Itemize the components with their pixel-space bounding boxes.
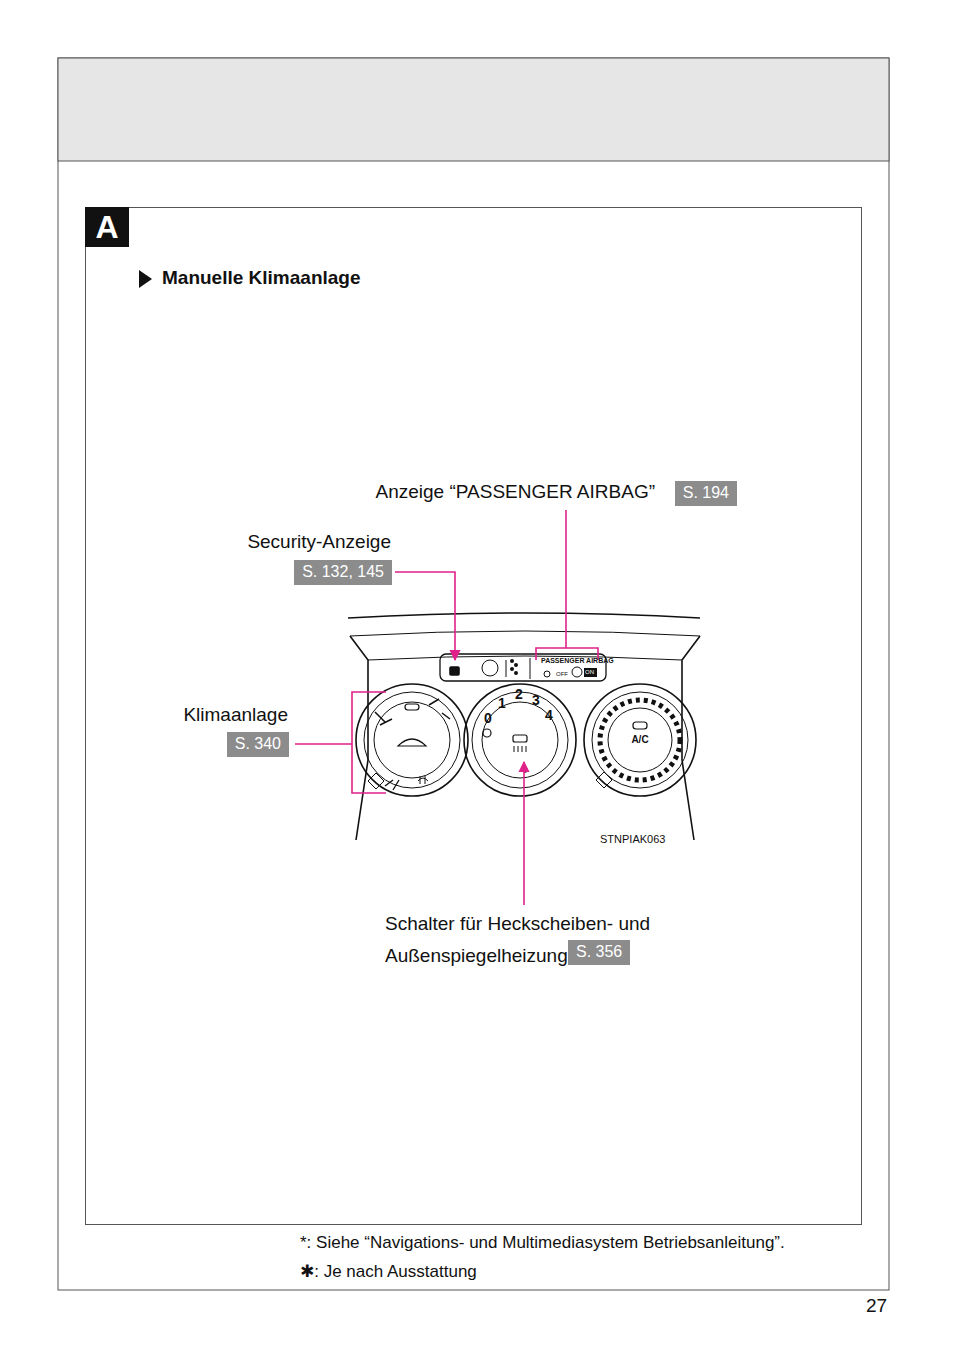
footnote: *: Siehe “Navigations- und Multimediasys… [300,1233,785,1253]
page-reference: S. 356 [576,943,622,960]
figure-code: STNPIAK063 [600,833,665,846]
page-reference-tag: S. 194 [675,481,737,506]
panel-text: OFF [556,671,568,678]
page-reference-tag: S. 340 [227,732,289,757]
callout-label: Schalter für Heckscheiben- und Außenspie… [385,908,685,972]
panel-text: PASSENGER AIRBAG [541,657,614,665]
title-bullet [139,270,152,288]
page-reference-tag: S. 356 [568,940,630,965]
footnote: ✱: Je nach Ausstattung [300,1262,477,1282]
page-reference-tag: S. 132, 145 [294,560,392,585]
page-number: 27 [866,1295,887,1318]
page-reference: S. 132, 145 [302,563,384,580]
page-reference: S. 340 [235,735,281,752]
dial-number: 0 [484,710,492,727]
dial-number: 3 [532,692,540,709]
page-frame [58,58,889,1290]
callout-label: Security-Anzeige [247,531,391,554]
section-letter: A [85,207,129,247]
callout-label: Anzeige “PASSENGER AIRBAG” [376,481,655,504]
dial-number: 4 [545,707,553,724]
page-reference: S. 194 [683,484,729,501]
dial-number: 2 [515,686,523,703]
dial-number: 1 [498,695,506,712]
panel-text: ON [585,669,594,676]
leader-lines [295,510,598,905]
section-title: Manuelle Klimaanlage [162,267,361,290]
header-band [58,58,889,161]
button-text: A/C [631,734,648,746]
callout-label: Klimaanlage [183,704,288,727]
